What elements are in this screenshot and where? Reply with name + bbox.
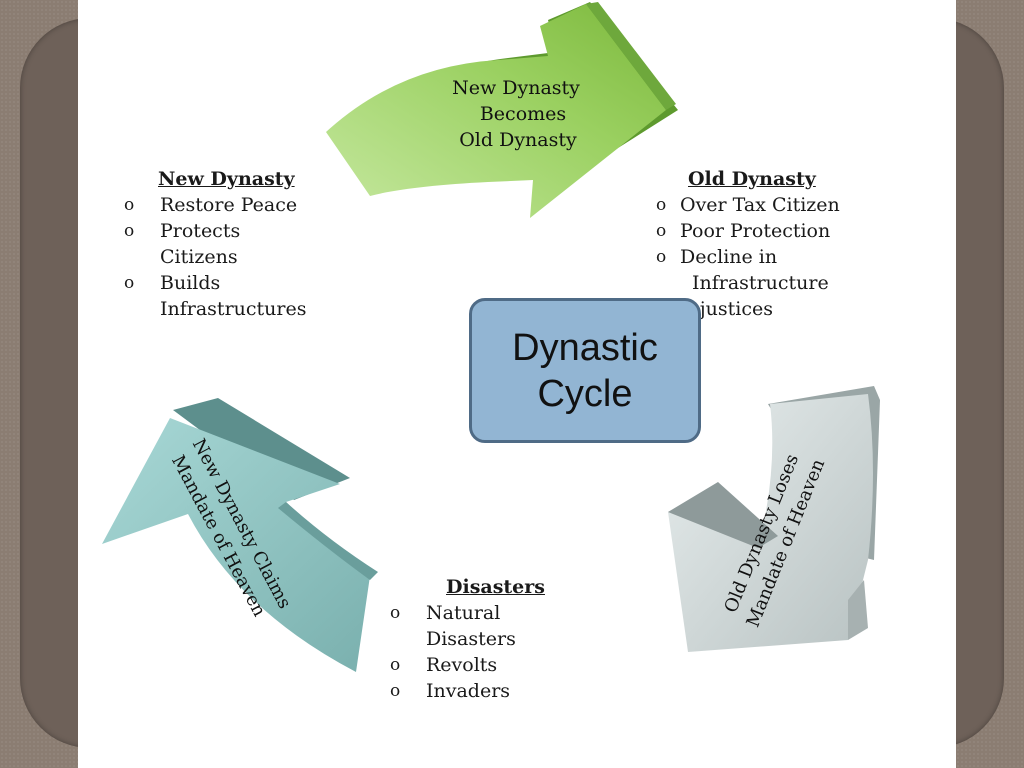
list-item: o Revolts xyxy=(390,654,498,676)
disasters-list: Disasters o Natural Disasters o Revolts … xyxy=(390,574,545,704)
new-dynasty-heading: New Dynasty xyxy=(158,168,295,190)
dynastic-cycle-center-box: Dynastic Cycle xyxy=(469,298,701,443)
cycle-arrows-graphic: New Dynasty Becomes Old Dynasty Old Dyna… xyxy=(102,2,880,672)
bullet-icon: o xyxy=(390,655,401,675)
list-item: o Over Tax Citizen xyxy=(656,194,840,216)
list-item: o Poor Protection xyxy=(656,220,831,242)
center-label-line1: Dynastic xyxy=(512,326,658,369)
bullet-icon: o xyxy=(656,221,667,241)
list-item-continuation: Citizens xyxy=(160,246,238,268)
list-item: o Restore Peace xyxy=(124,194,298,216)
old-dynasty-list: Old Dynasty o Over Tax Citizen o Poor Pr… xyxy=(656,166,840,322)
right-arrow xyxy=(668,386,880,652)
list-item: o Invaders xyxy=(390,680,511,702)
list-item: o Protects xyxy=(124,220,241,242)
top-arrow xyxy=(326,2,678,218)
list-item-continuation: Disasters xyxy=(426,628,516,650)
disasters-heading: Disasters xyxy=(446,576,545,598)
top-arrow-label-line2: Becomes xyxy=(480,103,566,125)
bullet-icon: o xyxy=(390,603,401,623)
new-dynasty-list: New Dynasty o Restore Peace o Protects C… xyxy=(124,166,306,322)
bullet-icon: o xyxy=(390,681,401,701)
bullet-icon: o xyxy=(656,195,667,215)
list-item: o Builds xyxy=(124,272,221,294)
list-item: o Decline in xyxy=(656,246,778,268)
top-arrow-label-line3: Old Dynasty xyxy=(459,129,577,151)
bullet-icon: o xyxy=(124,273,135,293)
bullet-icon: o xyxy=(656,247,667,267)
list-item-continuation: Infrastructure xyxy=(692,272,829,294)
bullet-icon: o xyxy=(124,195,135,215)
top-arrow-label-line1: New Dynasty xyxy=(452,77,580,99)
list-item-continuation: Infrastructures xyxy=(160,298,307,320)
center-label-line2: Cycle xyxy=(537,372,633,415)
list-item: o Natural xyxy=(390,602,501,624)
bullet-icon: o xyxy=(124,221,135,241)
old-dynasty-heading: Old Dynasty xyxy=(688,168,816,190)
left-arrow xyxy=(102,398,378,672)
slide-canvas: New Dynasty Becomes Old Dynasty Old Dyna… xyxy=(78,0,956,768)
